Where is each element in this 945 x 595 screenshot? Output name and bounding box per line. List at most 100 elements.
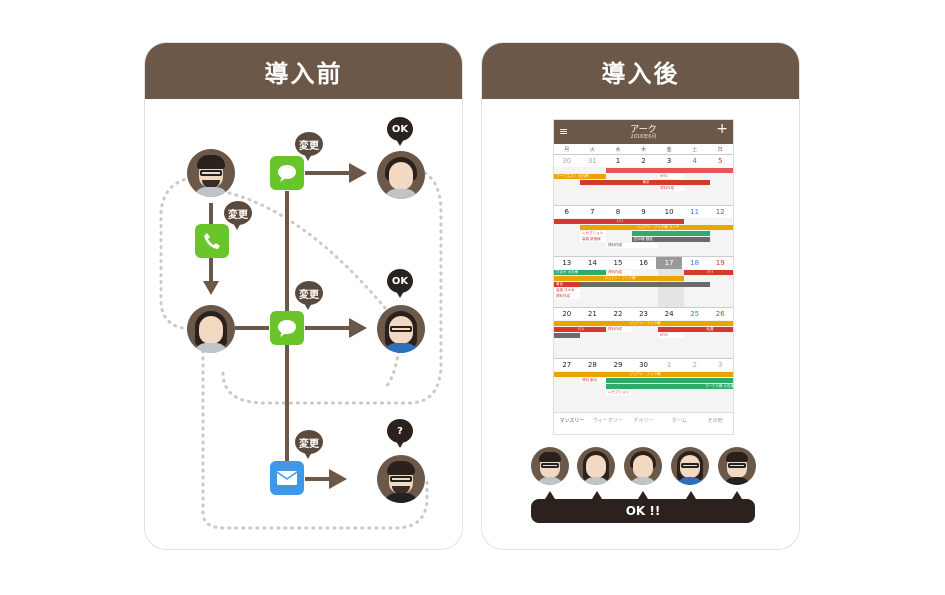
event-bar[interactable]: 資料作成 bbox=[606, 243, 658, 248]
event-bar[interactable] bbox=[606, 378, 733, 383]
week-row[interactable]: 30 31 1 2 3 4 5 マーク主スト 大石様 MTG 東京 資料作成 bbox=[554, 154, 733, 205]
event-bar[interactable] bbox=[554, 333, 580, 338]
avatar-man-beard bbox=[718, 447, 756, 485]
event-bar[interactable]: 資料作成 bbox=[606, 270, 632, 275]
day-cell[interactable]: 27 bbox=[562, 361, 572, 369]
tab-weekly[interactable]: ウィークリー bbox=[592, 418, 623, 424]
event-bar[interactable]: ジュアン・フック様 ランチ bbox=[580, 225, 733, 230]
day-cell[interactable]: 4 bbox=[692, 157, 697, 165]
avatar-man-glasses bbox=[531, 447, 569, 485]
event-bar[interactable]: 東京 bbox=[580, 180, 710, 185]
weekday-row: 月 火 水 木 金 土 日 bbox=[554, 144, 733, 154]
event-bar[interactable]: MTG bbox=[658, 333, 684, 338]
day-cell[interactable]: 9 bbox=[641, 208, 646, 216]
event-bar[interactable] bbox=[606, 168, 733, 173]
weekday: 金 bbox=[666, 146, 672, 153]
event-bar[interactable]: 高橋 代々木 bbox=[554, 288, 580, 293]
event-bar[interactable]: 資料作成 bbox=[606, 327, 632, 332]
day-cell[interactable]: 24 bbox=[664, 310, 674, 318]
day-cell[interactable]: 22 bbox=[613, 310, 623, 318]
week-row[interactable]: 6 7 8 9 10 11 12 パリ ジュアン・フック様 ランチ レセプション… bbox=[554, 205, 733, 256]
day-cell[interactable]: 11 bbox=[690, 208, 700, 216]
day-cell[interactable]: 29 bbox=[613, 361, 623, 369]
day-cell[interactable]: 1 bbox=[615, 157, 621, 165]
day-cell[interactable]: 25 bbox=[690, 310, 700, 318]
day-cell[interactable]: 19 bbox=[715, 259, 725, 267]
event-bar[interactable]: パリ bbox=[684, 270, 733, 275]
event-bar[interactable] bbox=[658, 327, 684, 332]
event-bar[interactable]: 田中様 銀座 bbox=[632, 237, 710, 242]
menu-icon[interactable]: ≡ bbox=[559, 125, 569, 138]
avatar-boy bbox=[624, 447, 662, 485]
day-cell[interactable]: 5 bbox=[718, 157, 723, 165]
tab-home[interactable]: ホーム bbox=[671, 418, 687, 424]
day-cell[interactable]: 28 bbox=[587, 361, 597, 369]
day-cell[interactable]: 8 bbox=[615, 208, 621, 216]
week-row[interactable]: 27 28 29 30 1 2 3 ジュアン・フック様 資料 東京 マークス様 … bbox=[554, 358, 733, 409]
event-bar[interactable]: 資料作成 bbox=[658, 186, 684, 191]
event-bar[interactable]: ジュアン・フック様 bbox=[554, 372, 733, 377]
day-cell[interactable]: 30 bbox=[639, 361, 648, 369]
day-cell[interactable]: 21 bbox=[587, 310, 597, 318]
event-bar[interactable]: ジュアン・フック様 bbox=[554, 276, 684, 281]
change-bubble: 変更 bbox=[295, 430, 323, 459]
mail-icon bbox=[270, 461, 304, 495]
event-bar[interactable]: 打合せ 大石様 bbox=[554, 270, 606, 275]
day-cell[interactable]: 20 bbox=[562, 310, 572, 318]
event-bar[interactable]: 資料 東京 bbox=[580, 378, 606, 383]
day-cell[interactable]: 30 bbox=[562, 157, 572, 165]
day-cell[interactable]: 3 bbox=[666, 157, 672, 165]
avatar-woman bbox=[577, 447, 615, 485]
ok-pointers bbox=[545, 491, 742, 499]
week-row[interactable]: 20 21 22 23 24 25 26 ジュアン・フック様 パリ 資料作成 札… bbox=[554, 307, 733, 358]
add-icon[interactable]: + bbox=[716, 121, 728, 137]
event-bar[interactable]: MTG bbox=[658, 174, 684, 179]
day-cell[interactable]: 16 bbox=[639, 259, 648, 267]
phone-icon bbox=[195, 224, 229, 258]
before-card: 導入前 bbox=[144, 42, 463, 550]
day-cell[interactable]: 2 bbox=[641, 157, 646, 165]
event-bar[interactable]: レセプション bbox=[580, 231, 606, 236]
avatar-boy bbox=[377, 151, 425, 199]
tab-daily[interactable]: デイリー bbox=[633, 418, 654, 424]
event-bar[interactable] bbox=[632, 231, 710, 236]
day-cell[interactable]: 23 bbox=[639, 310, 648, 318]
day-cell[interactable]: 15 bbox=[613, 259, 623, 267]
event-bar[interactable]: 東京 bbox=[554, 282, 580, 287]
day-cell[interactable]: 18 bbox=[690, 259, 700, 267]
event-bar[interactable]: ジュアン・フック様 bbox=[554, 321, 733, 326]
event-bar[interactable]: マークス様 大石様 bbox=[606, 384, 733, 389]
event-bar[interactable]: パリ bbox=[554, 219, 684, 224]
day-cell[interactable]: 26 bbox=[715, 310, 725, 318]
week-row[interactable]: 13 14 15 16 17 18 19 打合せ 大石様 資料作成 パリ ジュア… bbox=[554, 256, 733, 308]
day-cell[interactable]: 3 bbox=[718, 361, 723, 369]
avatar-woman-glasses bbox=[377, 305, 425, 353]
day-cell[interactable]: 6 bbox=[564, 208, 570, 216]
day-cell[interactable]: 2 bbox=[692, 361, 697, 369]
calendar-screen: ≡ アーク 2016年6月 + 月 火 水 木 金 土 日 30 31 1 2 … bbox=[553, 119, 734, 435]
event-bar[interactable]: パリ bbox=[554, 327, 606, 332]
change-bubble: 変更 bbox=[295, 281, 323, 310]
tab-more[interactable]: その他 bbox=[707, 418, 723, 424]
event-bar[interactable]: 札幌 bbox=[684, 327, 733, 332]
event-bar[interactable]: 高橋 新宿様 bbox=[580, 237, 606, 242]
tab-monthly[interactable]: マンスリー bbox=[559, 418, 585, 424]
event-bar[interactable]: 資料作成 bbox=[554, 294, 580, 299]
day-cell[interactable]: 12 bbox=[715, 208, 725, 216]
day-cell[interactable]: 10 bbox=[664, 208, 674, 216]
day-cell[interactable]: 1 bbox=[666, 361, 672, 369]
chat-icon bbox=[270, 156, 304, 190]
event-bar[interactable]: レセプション bbox=[606, 390, 632, 395]
weekday: 日 bbox=[717, 146, 723, 153]
day-cell-today[interactable]: 17 bbox=[656, 257, 682, 269]
avatar-man-glasses bbox=[187, 149, 235, 197]
event-bar[interactable] bbox=[580, 282, 710, 287]
day-cell[interactable]: 14 bbox=[587, 259, 597, 267]
calendar-subtitle: 2016年6月 bbox=[630, 134, 657, 140]
event-bar[interactable]: マーク主スト 大石様 bbox=[554, 174, 606, 179]
weekday: 木 bbox=[641, 146, 647, 153]
day-cell[interactable]: 31 bbox=[587, 157, 597, 165]
weekday: 月 bbox=[564, 146, 570, 153]
day-cell[interactable]: 7 bbox=[590, 208, 595, 216]
day-cell[interactable]: 13 bbox=[562, 259, 572, 267]
